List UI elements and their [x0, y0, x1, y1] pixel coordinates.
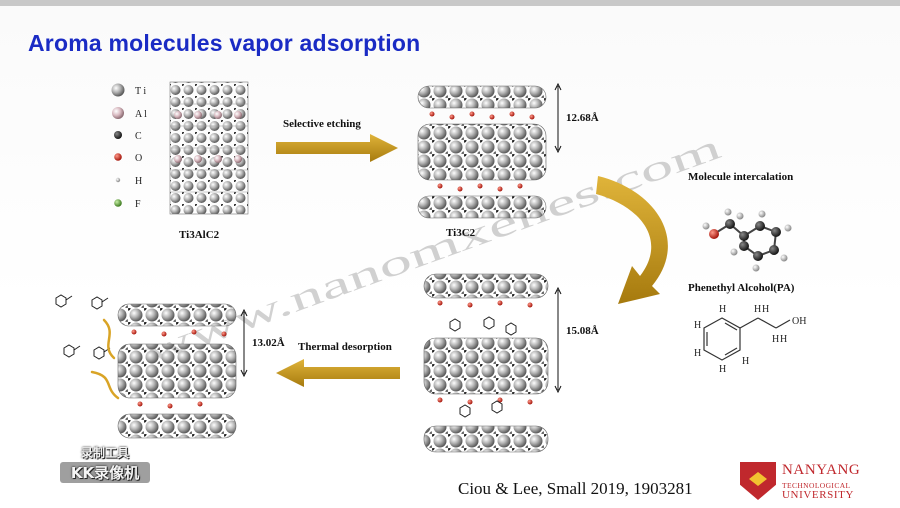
- intercalated-structure: 15.08Å: [423, 273, 599, 453]
- svg-text:A l: A l: [135, 109, 147, 120]
- spacing-marker-intercalated: [554, 286, 562, 394]
- spacing-marker-initial: [554, 82, 562, 154]
- legend-item-ti: T i: [111, 83, 146, 97]
- spacing-initial: 12.68Å: [566, 112, 599, 124]
- element-legend: T i A l C O H F: [111, 83, 147, 210]
- legend-item-f: F: [114, 199, 141, 210]
- intercalation-label: Molecule intercalation: [688, 171, 793, 183]
- pa-formula-atoms: OH H H H H H H H H H: [694, 304, 806, 375]
- svg-text:O: O: [135, 153, 142, 164]
- crest-icon: [740, 462, 776, 500]
- pa-skeletal-formula: [703, 317, 791, 361]
- mxene-label: Ti3C2: [446, 227, 476, 239]
- svg-text:H: H: [772, 334, 779, 345]
- svg-text:H: H: [694, 348, 701, 359]
- logo-name: NANYANG: [782, 462, 861, 478]
- legend-item-c: C: [114, 131, 142, 142]
- intercalation-arrow: [596, 176, 668, 304]
- intercalated-molecules: [449, 316, 517, 418]
- svg-text:T i: T i: [135, 86, 146, 97]
- max-phase-label: Ti3AlC2: [179, 229, 220, 241]
- top-bar: [0, 0, 900, 6]
- etching-label: Selective etching: [283, 118, 361, 130]
- university-logo: NANYANG TECHNOLOGICAL UNIVERSITY: [740, 460, 890, 504]
- spacing-desorbed: 13.02Å: [252, 337, 285, 349]
- desorption-arrow: Thermal desorption: [276, 341, 400, 387]
- svg-text:H: H: [135, 176, 142, 187]
- svg-text:H: H: [742, 356, 749, 367]
- svg-text:H: H: [762, 304, 769, 315]
- recorder-watermark: 录制工具 KK录像机: [60, 444, 150, 483]
- max-phase-structure: Ti3AlC2: [169, 81, 249, 241]
- svg-text:H: H: [719, 304, 726, 315]
- desorbed-structure: 13.02Å: [117, 303, 285, 439]
- svg-text:H: H: [780, 334, 787, 345]
- spacing-intercalated: 15.08Å: [566, 325, 599, 337]
- svg-text:H: H: [754, 304, 761, 315]
- released-molecules: [55, 294, 111, 360]
- vapor-release-arrows: [90, 318, 120, 400]
- svg-text:H: H: [694, 320, 701, 331]
- spacing-marker-desorbed: [240, 308, 248, 378]
- svg-text:F: F: [135, 199, 141, 210]
- mxene-structure: Ti3C2 12.68Å: [417, 82, 599, 239]
- desorption-label: Thermal desorption: [298, 341, 392, 353]
- recorder-line1: 录制工具: [80, 446, 129, 460]
- legend-item-al: A l: [112, 107, 147, 120]
- legend-item-o: O: [114, 153, 142, 164]
- molecule-name: Phenethyl Alcohol(PA): [688, 282, 795, 294]
- pa-3d-model: [702, 208, 792, 272]
- slide-title: Aroma molecules vapor adsorption: [28, 30, 421, 56]
- svg-text:OH: OH: [792, 316, 806, 327]
- etching-arrow: Selective etching: [276, 118, 398, 162]
- svg-text:C: C: [135, 131, 142, 142]
- recorder-line2: KK录像机: [60, 462, 150, 483]
- citation: Ciou & Lee, Small 2019, 1903281: [458, 479, 693, 498]
- legend-item-h: H: [115, 176, 142, 187]
- svg-text:H: H: [719, 364, 726, 375]
- logo-line2: TECHNOLOGICAL: [782, 481, 851, 490]
- logo-line3: UNIVERSITY: [782, 489, 854, 501]
